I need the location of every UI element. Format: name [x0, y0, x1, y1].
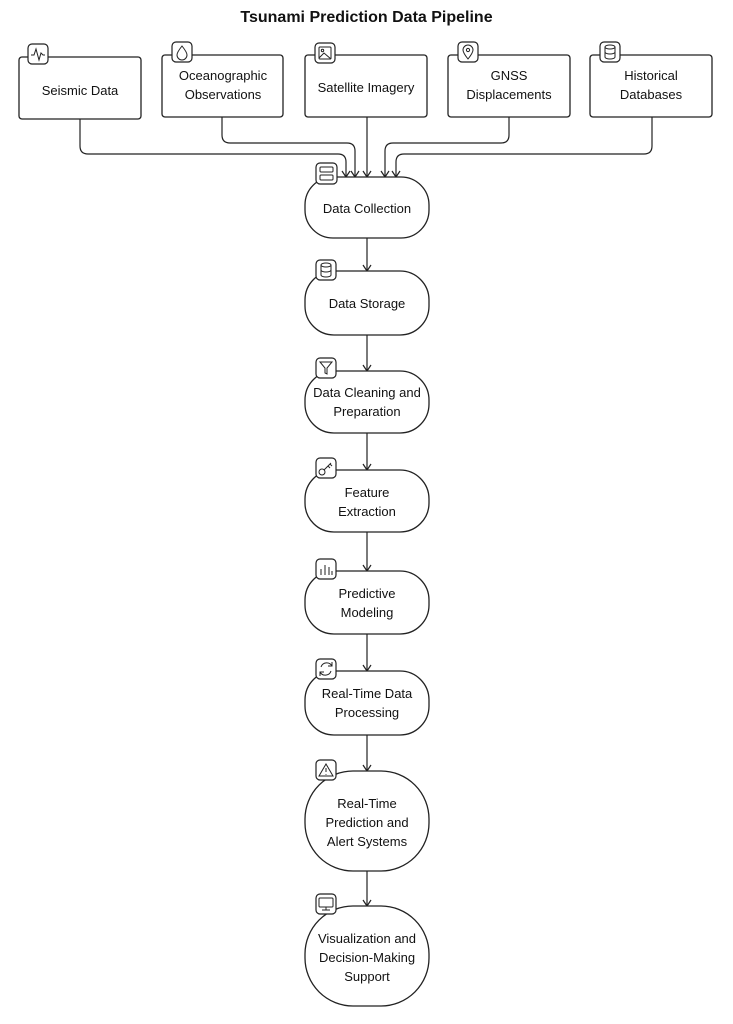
bar-chart-icon: [315, 558, 337, 580]
server-icon: [315, 162, 338, 185]
image-icon: [314, 42, 336, 64]
filter-icon: [315, 357, 337, 379]
droplet-icon: [171, 41, 193, 63]
step-box-alert: [304, 770, 430, 872]
key-icon: [315, 457, 337, 479]
activity-icon: [27, 43, 49, 65]
diagram-title: Tsunami Prediction Data Pipeline: [240, 9, 493, 26]
source-label-seismic: Seismic Data: [41, 82, 119, 98]
step-label-realtime-processing: Real-Time Data Processing: [321, 686, 413, 720]
step-box-realtime-processing: [304, 670, 430, 736]
source-label-historical: Historical Databases: [619, 68, 683, 102]
step-box-collection: [304, 176, 430, 239]
source-box-historical: [589, 54, 713, 118]
step-label-storage: Data Storage: [328, 295, 406, 311]
step-box-visualization: [304, 905, 430, 1007]
warning-triangle-icon: [315, 759, 337, 781]
source-label-gnss: GNSS Displacements: [466, 68, 552, 102]
step-box-cleaning: [304, 370, 430, 434]
step-box-storage: [304, 270, 430, 336]
monitor-icon: [315, 893, 337, 915]
step-label-cleaning: Data Cleaning and Preparation: [313, 385, 421, 419]
connector-oceanographic: [221, 117, 360, 179]
source-label-satellite: Satellite Imagery: [317, 79, 415, 95]
connector-historical: [391, 117, 653, 179]
source-box-satellite: [304, 54, 428, 118]
step-label-modeling: Predictive Modeling: [338, 586, 396, 620]
connector-gnss: [380, 117, 510, 179]
source-label-oceanographic: Oceanographic Observations: [178, 68, 268, 102]
step-label-visualization: Visualization and Decision-Making Suppor…: [317, 930, 417, 984]
source-boxes: [18, 54, 713, 120]
source-box-gnss: [447, 54, 571, 118]
step-label-feature: Feature Extraction: [338, 485, 396, 519]
step-box-feature: [304, 469, 430, 533]
map-pin-icon: [457, 41, 479, 63]
source-box-seismic: [18, 56, 142, 120]
step-box-modeling: [304, 570, 430, 635]
refresh-icon: [315, 658, 337, 680]
step-label-alert: Real-Time Prediction and Alert Systems: [325, 795, 409, 849]
source-box-oceanographic: [161, 54, 284, 118]
step-label-collection: Data Collection: [322, 200, 412, 216]
database-icon: [599, 41, 621, 63]
source-connectors: [79, 117, 653, 179]
database-icon: [315, 259, 337, 281]
step-boxes: [304, 176, 430, 1007]
connector-seismic: [79, 119, 351, 179]
icon-badges: [27, 41, 621, 915]
